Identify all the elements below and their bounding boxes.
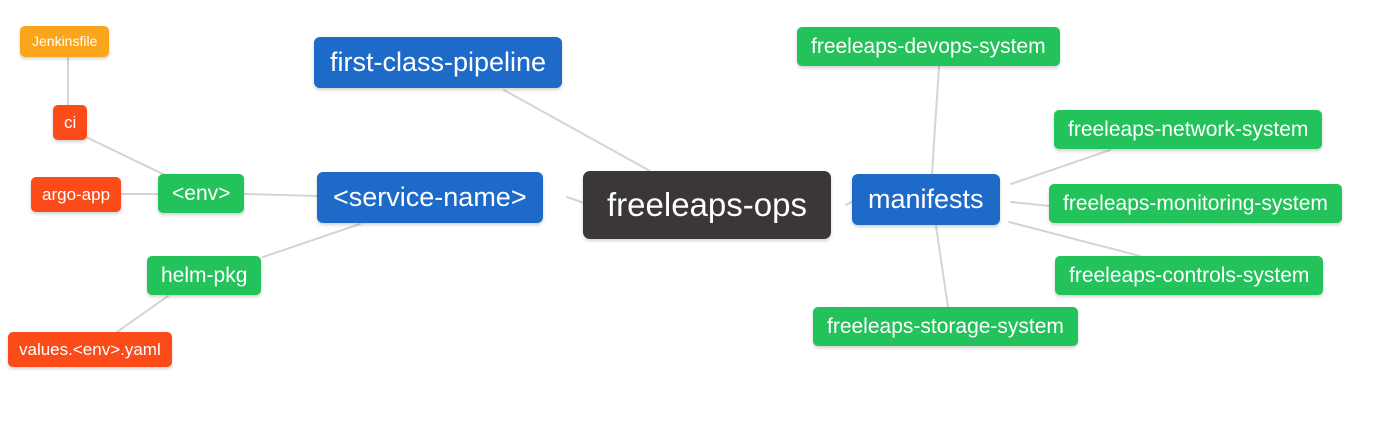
node-jenkinsfile[interactable]: Jenkinsfile [20,26,110,57]
node-first-class-pipeline[interactable]: first-class-pipeline [314,37,563,88]
edge-service-name-env [244,193,318,197]
node-argo-app[interactable]: argo-app [31,177,122,212]
edge-root-manifests [845,200,854,206]
node-env[interactable]: <env> [158,174,245,213]
node-freeleaps-network-system[interactable]: freeleaps-network-system [1054,110,1323,149]
edge-service-name-helm-pkg [262,223,361,258]
node-ci[interactable]: ci [53,105,88,140]
node-manifests[interactable]: manifests [852,174,1000,225]
node-freeleaps-controls-system[interactable]: freeleaps-controls-system [1055,256,1324,295]
node-freeleaps-ops-root[interactable]: freeleaps-ops [583,171,831,239]
node-freeleaps-monitoring-system[interactable]: freeleaps-monitoring-system [1049,184,1342,223]
edge-manifests-storage-system [935,225,949,308]
node-helm-pkg[interactable]: helm-pkg [147,256,262,295]
edge-manifests-monitoring-system [1010,201,1051,207]
node-freeleaps-storage-system[interactable]: freeleaps-storage-system [813,307,1078,346]
edge-manifests-devops-system [931,65,940,175]
node-service-name[interactable]: <service-name> [317,172,543,223]
node-values-env-yaml[interactable]: values.<env>.yaml [8,332,172,367]
edge-helm-pkg-values-env-yaml [116,295,169,333]
node-freeleaps-devops-system[interactable]: freeleaps-devops-system [797,27,1060,66]
edge-root-first-class-pipeline [503,89,651,172]
edge-manifests-controls-system [1008,221,1141,257]
edge-root-service-name [566,196,585,204]
edge-env-ci [83,135,168,177]
edge-manifests-network-system [1010,149,1111,185]
